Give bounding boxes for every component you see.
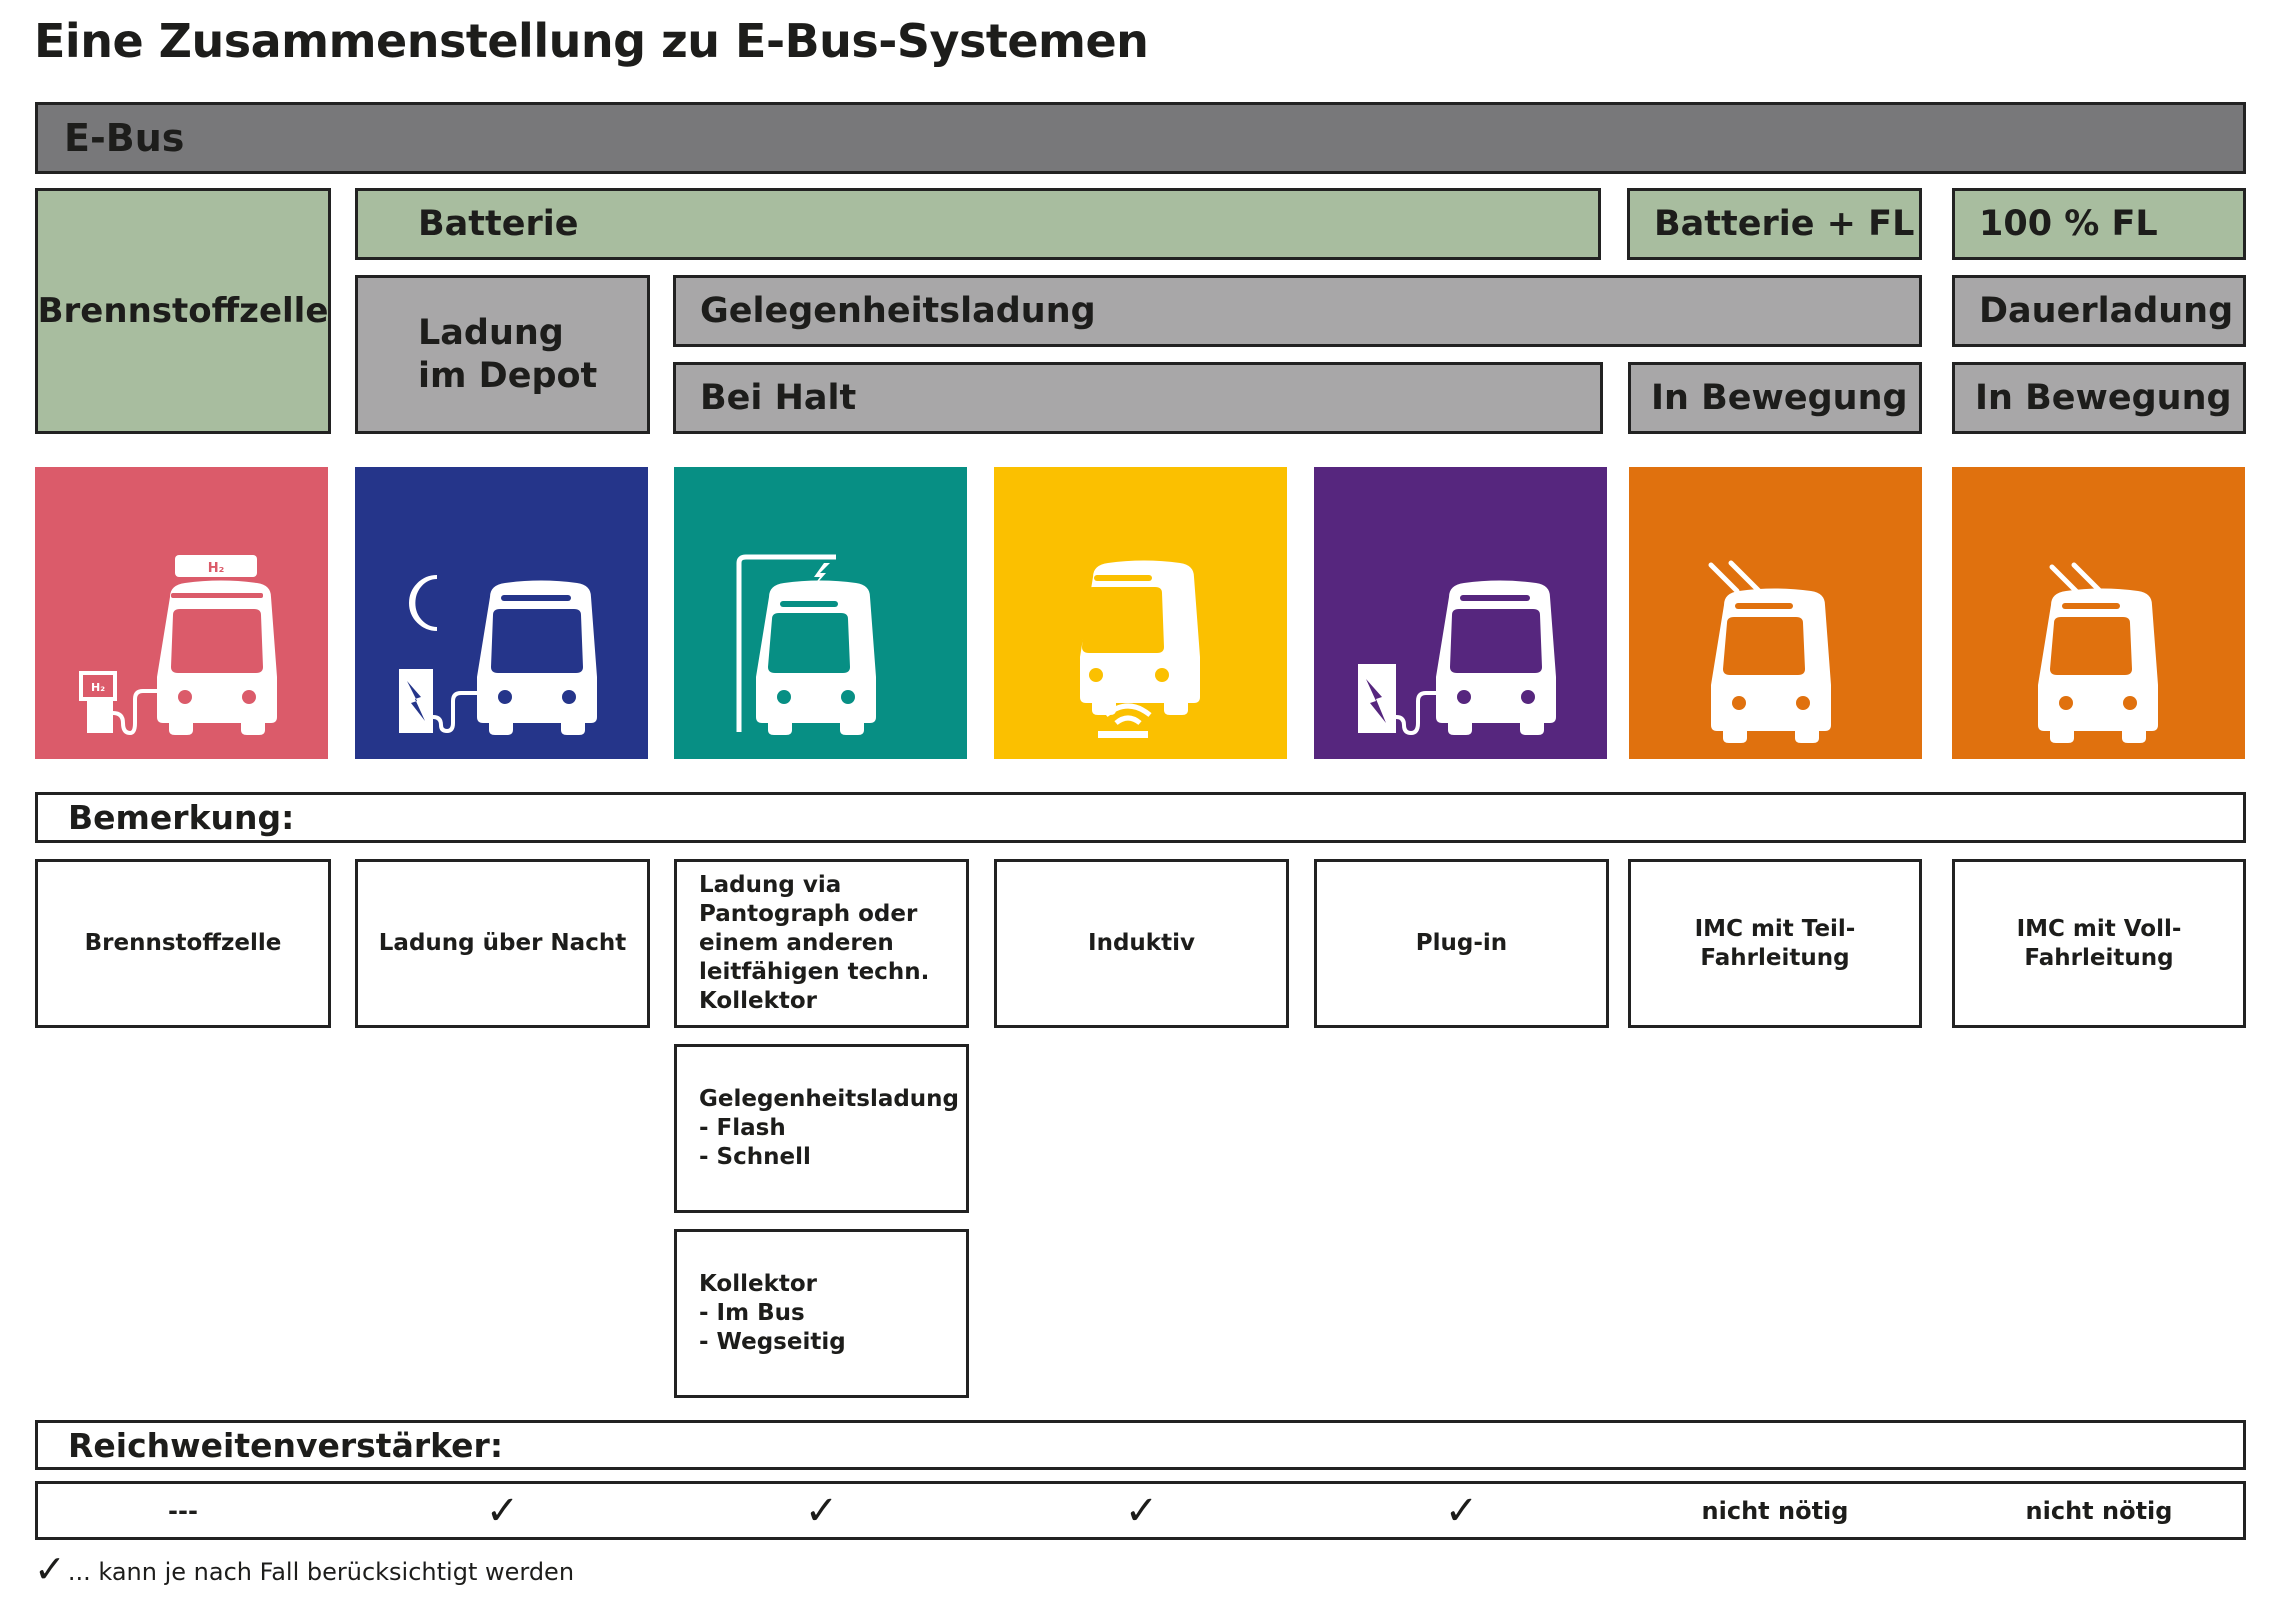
header-battery-label: Batterie [418, 204, 579, 244]
header-battery: Batterie [355, 188, 1601, 260]
header-in-motion-1: In Bewegung [1628, 362, 1922, 434]
moon-icon [409, 575, 438, 631]
remark-imc-full: IMC mit Voll- Fahrleitung [1952, 859, 2246, 1028]
header-depot: Ladung im Depot [355, 275, 650, 434]
page-title: Eine Zusammenstellung zu E-Bus-Systemen [34, 14, 1149, 68]
trolleybus-icon [1629, 467, 1922, 759]
remark-text: IMC mit Voll- Fahrleitung [2016, 915, 2182, 971]
remarks-label: Bemerkung: [68, 798, 295, 837]
remark-fuel-cell: Brennstoffzelle [35, 859, 331, 1028]
range-extender-label: Reichweitenverstärker: [68, 1425, 504, 1465]
remark-text: Kollektor - Im Bus - Wegseitig [699, 1271, 846, 1355]
tile-imc-partial [1629, 467, 1922, 759]
header-e-bus-label: E-Bus [64, 116, 185, 160]
range-value-pantograph: ✓ [804, 1487, 839, 1534]
bus-plug-charger-icon [1314, 467, 1607, 759]
range-extender-header: Reichweitenverstärker: [35, 1420, 2246, 1470]
remark-text: Induktiv [1088, 930, 1195, 956]
header-fuel-cell: Brennstoffzelle [35, 188, 331, 434]
remark-imc-partial: IMC mit Teil- Fahrleitung [1628, 859, 1922, 1028]
wave-outer [1104, 703, 1152, 717]
range-value-fuel-cell: --- [168, 1496, 198, 1525]
header-full-fl-label: 100 % FL [1979, 204, 2158, 244]
footnote-text: ... kann je nach Fall berücksichtigt wer… [67, 1558, 575, 1586]
header-depot-label: Ladung im Depot [418, 312, 598, 396]
check-icon: ✓ [34, 1547, 66, 1591]
header-battery-fl-label: Batterie + FL [1654, 204, 1915, 244]
range-value-imc-full: nicht nötig [2025, 1496, 2173, 1525]
h2-badge-top: H₂ [208, 561, 225, 576]
lightning-icon [407, 681, 425, 721]
trolleybus-icon [1952, 467, 2245, 759]
range-extender-row [35, 1481, 2246, 1540]
header-e-bus: E-Bus [35, 102, 2246, 174]
remark-collector-types: Kollektor - Im Bus - Wegseitig [674, 1229, 969, 1398]
range-value-imc-partial: nicht nötig [1701, 1496, 1849, 1525]
remark-text: Brennstoffzelle [84, 930, 282, 956]
tile-inductive [994, 467, 1287, 759]
tile-imc-full [1952, 467, 2245, 759]
tile-pantograph [674, 467, 967, 759]
remark-text: Gelegenheitsladung - Flash - Schnell [699, 1086, 960, 1170]
tile-plugin [1314, 467, 1607, 759]
footnote: ✓ ... kann je nach Fall berücksichtigt w… [34, 1547, 575, 1591]
range-value-depot: ✓ [485, 1487, 520, 1534]
header-battery-fl: Batterie + FL [1627, 188, 1922, 260]
remark-opportunity-types: Gelegenheitsladung - Flash - Schnell [674, 1044, 969, 1213]
header-at-stop-label: Bei Halt [700, 378, 857, 418]
header-continuous-label: Dauerladung [1979, 291, 2234, 331]
bus-h2-station-icon: H₂ H₂ [35, 467, 328, 759]
header-full-fl: 100 % FL [1952, 188, 2246, 260]
remark-inductive: Induktiv [994, 859, 1289, 1028]
remark-text: Ladung über Nacht [378, 930, 627, 956]
header-opportunity-label: Gelegenheitsladung [700, 291, 1096, 331]
bus-inductive-icon [994, 467, 1287, 759]
bus-night-charger-icon [355, 467, 648, 759]
header-opportunity: Gelegenheitsladung [673, 275, 1922, 347]
remark-plugin: Plug-in [1314, 859, 1609, 1028]
remark-text: IMC mit Teil- Fahrleitung [1694, 915, 1856, 971]
header-in-motion-1-label: In Bewegung [1651, 378, 1908, 418]
remark-text: Plug-in [1415, 930, 1508, 956]
range-value-plugin: ✓ [1444, 1487, 1479, 1534]
bus-pantograph-icon [674, 467, 967, 759]
header-fuel-cell-label: Brennstoffzelle [37, 291, 329, 331]
h2-badge-station: H₂ [91, 681, 105, 694]
wave-inner [1114, 715, 1142, 726]
range-value-inductive: ✓ [1124, 1487, 1159, 1534]
lightning-icon [1366, 679, 1386, 723]
header-in-motion-2-label: In Bewegung [1975, 378, 2232, 418]
header-at-stop: Bei Halt [673, 362, 1603, 434]
remark-pantograph: Ladung via Pantograph oder einem anderen… [674, 859, 969, 1028]
remark-text: Ladung via Pantograph oder einem anderen… [699, 872, 930, 1014]
tile-depot [355, 467, 648, 759]
remark-depot: Ladung über Nacht [355, 859, 650, 1028]
header-in-motion-2: In Bewegung [1952, 362, 2246, 434]
tile-fuel-cell: H₂ H₂ [35, 467, 328, 759]
header-continuous: Dauerladung [1952, 275, 2246, 347]
remarks-header: Bemerkung: [35, 792, 2246, 843]
